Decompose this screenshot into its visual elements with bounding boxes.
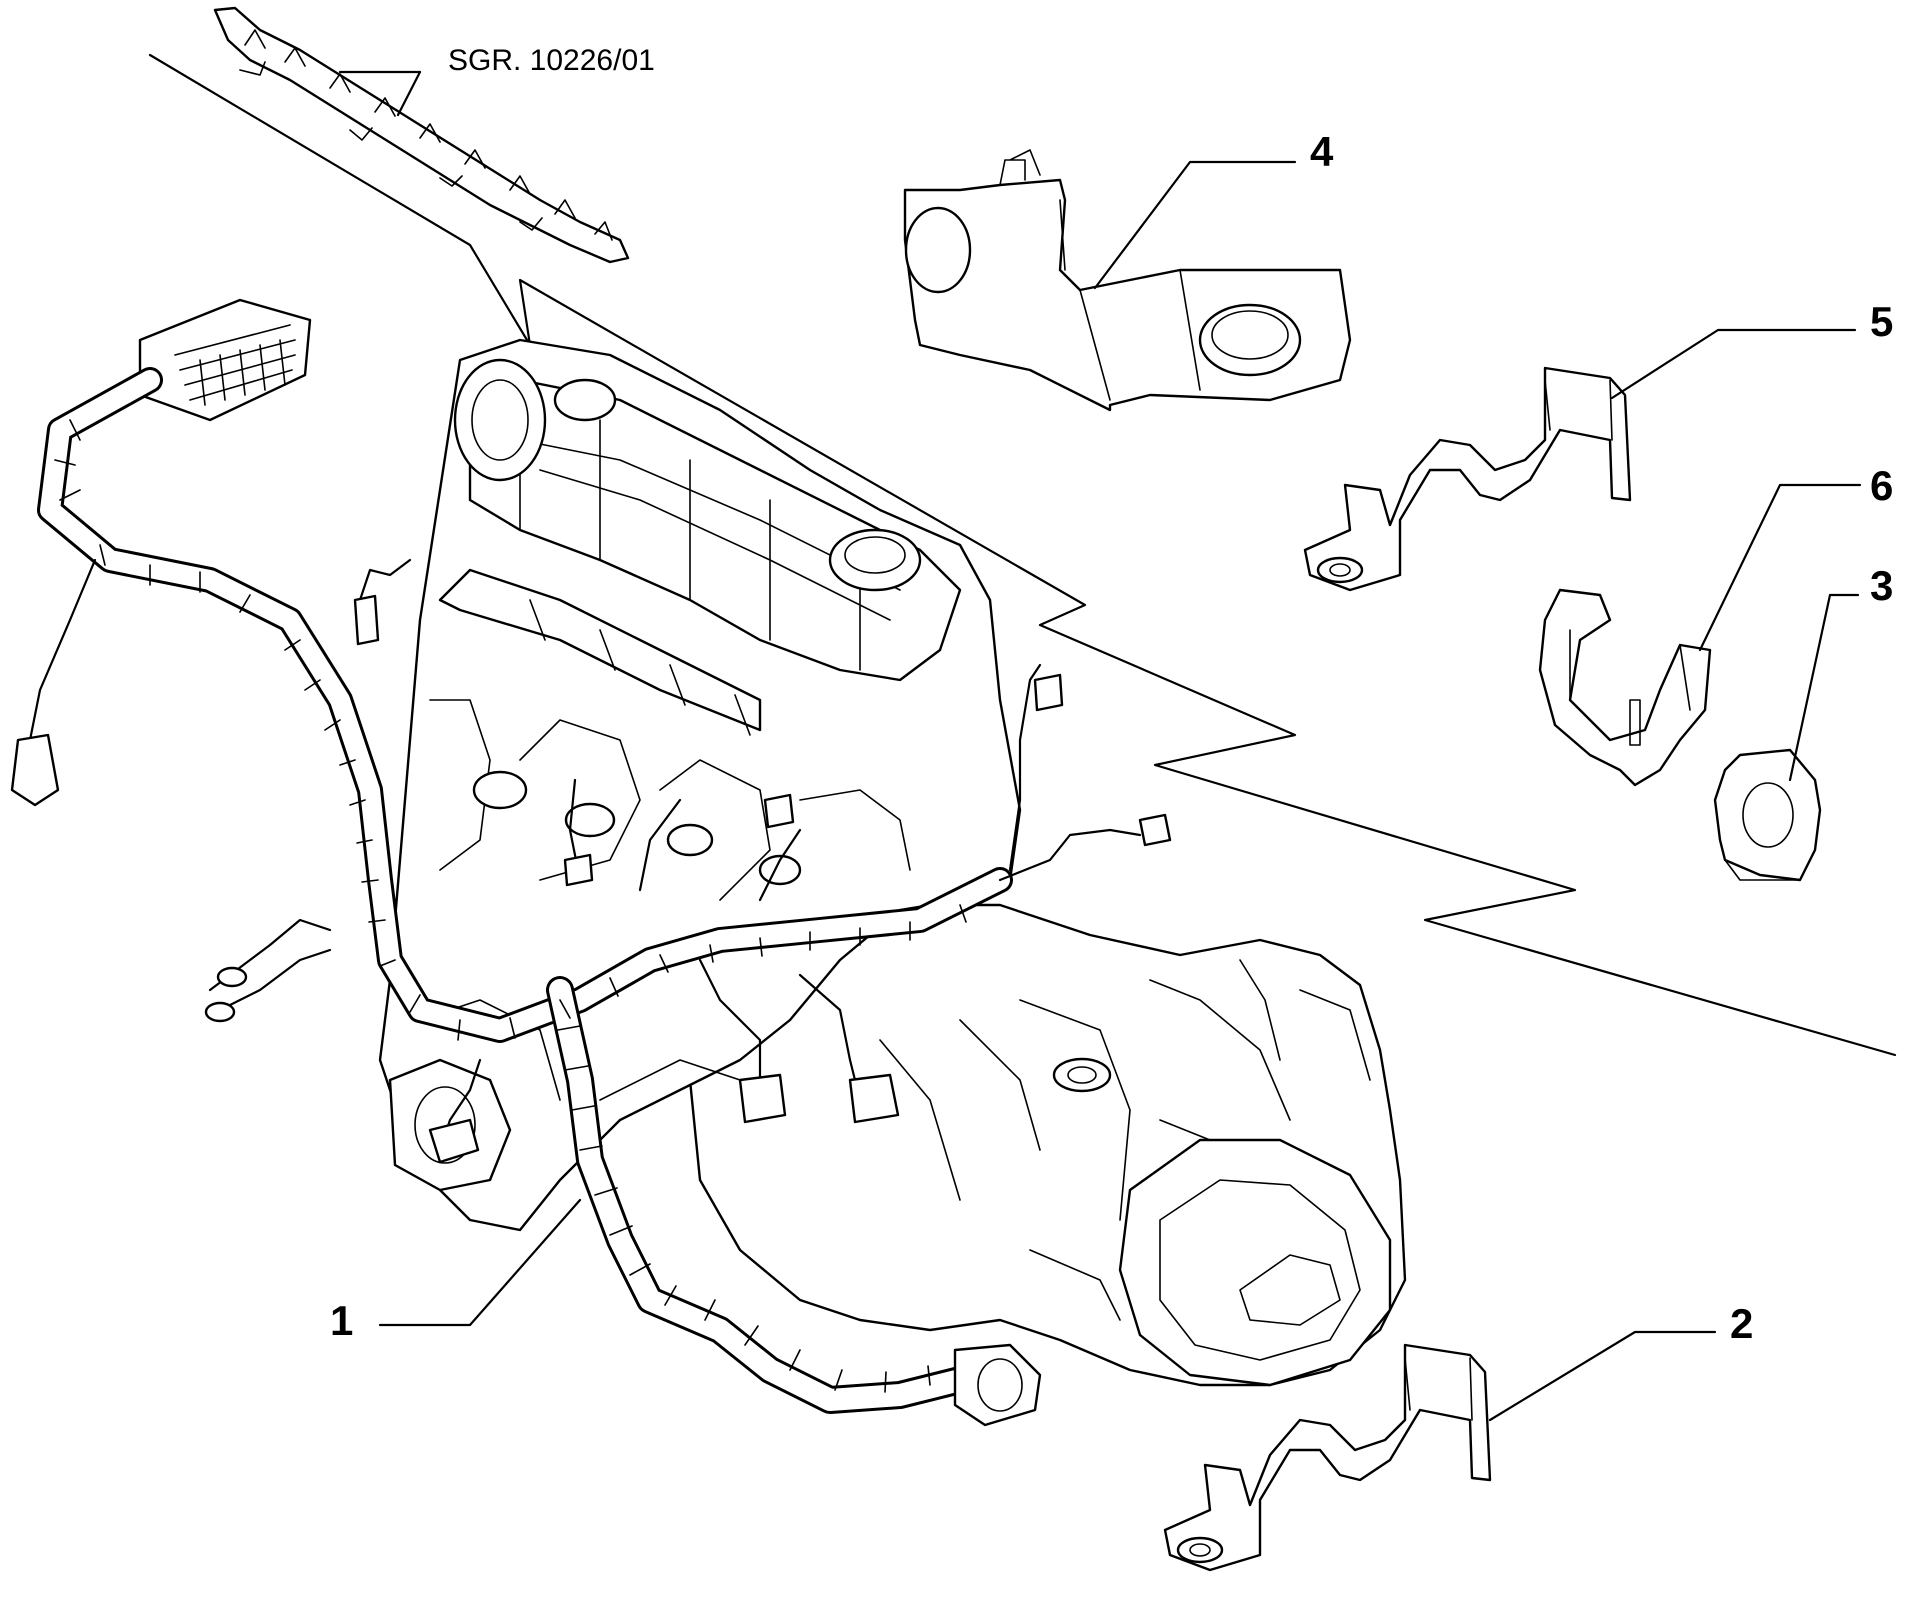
callout-1-leader	[378, 1198, 582, 1327]
callout-1: 1	[330, 1297, 353, 1344]
part-2-bracket	[1163, 1343, 1492, 1572]
engine-assembly	[378, 338, 1407, 1387]
callout-2-leader	[1488, 1330, 1717, 1422]
callout-6: 6	[1870, 462, 1893, 509]
reference-harness-strip: SGR. 10226/01	[213, 6, 655, 264]
callout-3-leader	[1788, 593, 1860, 782]
reference-label: SGR. 10226/01	[448, 44, 655, 77]
callout-2: 2	[1730, 1300, 1753, 1347]
callout-5: 5	[1870, 298, 1893, 345]
callout-5-leader	[1610, 328, 1857, 400]
cut-lines	[148, 53, 1897, 1057]
part-6-clamp	[1538, 588, 1712, 787]
callout-4-leader	[1093, 160, 1297, 290]
part-5-bracket	[1303, 366, 1632, 592]
part-4-bracket	[903, 149, 1352, 412]
callout-3: 3	[1870, 562, 1893, 609]
callout-6-leader	[1698, 483, 1862, 652]
wiring-harness	[10, 298, 1172, 1427]
part-3-clip	[1713, 748, 1822, 882]
callout-4: 4	[1310, 128, 1334, 175]
